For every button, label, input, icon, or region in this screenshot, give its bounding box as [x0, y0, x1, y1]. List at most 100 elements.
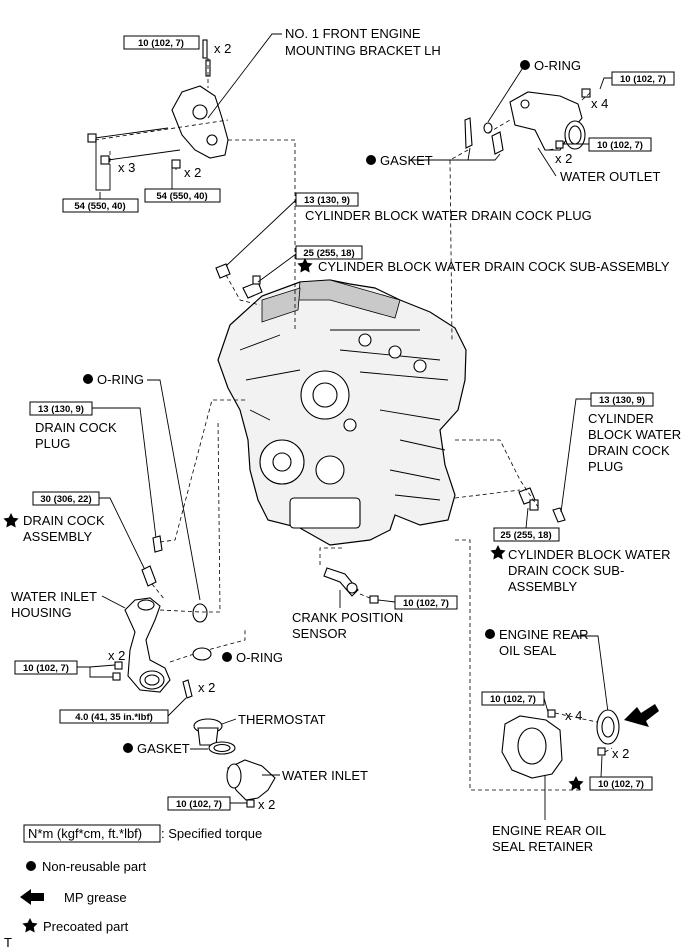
torque-bracket-left: 54 (550, 40): [74, 201, 125, 212]
qty-housing: x 2: [108, 648, 125, 663]
oring-left-part: [192, 603, 208, 623]
torque-box-outlet-mid: [588, 137, 652, 152]
thermostat-part: [193, 718, 223, 746]
qty-bracket-left: x 3: [118, 160, 135, 175]
label-rear-retainer-1: ENGINE REAR OIL: [492, 823, 606, 838]
rear-seal-retainer-part: [501, 709, 606, 779]
label-right-sub-1: CYLINDER BLOCK WATER: [508, 547, 671, 562]
label-water-inlet-housing-1: WATER INLET: [11, 589, 97, 604]
bullet-icon-gasket-bottom: [123, 743, 133, 753]
legend-nonreusable: Non-reusable part: [42, 859, 146, 874]
qty-rear-bolt: x 2: [612, 746, 629, 761]
mp-grease-arrow-icon: [624, 704, 659, 727]
label-bracket-2: MOUNTING BRACKET LH: [285, 43, 441, 58]
bullet-icon-gasket-top: [366, 155, 376, 165]
torque-box-plug-top: [295, 192, 359, 207]
label-right-plug-1: CYLINDER: [588, 411, 654, 426]
label-right-sub-3: ASSEMBLY: [508, 579, 577, 594]
legend-mp-grease-icon: [20, 889, 44, 905]
stud-bolt-part: [182, 679, 193, 699]
engine-block: [217, 279, 467, 546]
torque-box-bracket-top: [123, 35, 200, 50]
torque-bracket-top: 10 (102, 7): [138, 38, 184, 49]
torque-water-inlet: 10 (102, 7): [176, 799, 222, 810]
water-inlet-housing: [112, 597, 208, 699]
top-drain-cock-parts: [215, 263, 263, 299]
legend-star-icon: [22, 918, 38, 933]
torque-box-rear-bolt: [589, 776, 653, 791]
label-drain-cock-plug-2: PLUG: [35, 436, 70, 451]
label-rear-seal-2: OIL SEAL: [499, 643, 556, 658]
qty-outlet-top: x 4: [591, 96, 608, 111]
star-icon-drain-asm: [3, 513, 19, 528]
gasket-top-part-a: [464, 117, 473, 149]
torque-outlet-top: 10 (102, 7): [620, 74, 666, 85]
label-oring-left: O-RING: [97, 372, 144, 387]
label-right-plug-2: BLOCK WATER: [588, 427, 681, 442]
oring-mid-part: [192, 647, 212, 661]
label-right-sub-2: DRAIN COCK SUB-: [508, 563, 624, 578]
label-drain-cock-asm-1: DRAIN COCK: [23, 513, 105, 528]
label-water-outlet: WATER OUTLET: [560, 169, 660, 184]
torque-box-stud: [59, 709, 169, 724]
crank-sensor-part: [323, 567, 379, 604]
label-right-plug-3: DRAIN COCK: [588, 443, 670, 458]
label-gasket-bottom: GASKET: [137, 741, 190, 756]
legend: N*m (kgf*cm, ft.*lbf) : Specified torque…: [4, 824, 262, 950]
label-oring-top: O-RING: [534, 58, 581, 73]
qty-bracket-right: x 2: [184, 165, 201, 180]
torque-rear-bolt: 10 (102, 7): [598, 779, 644, 790]
label-crank-sensor-1: CRANK POSITION: [292, 610, 403, 625]
star-icon-right-sub: [490, 545, 506, 560]
torque-box-drain-asm-left: [32, 491, 100, 506]
left-drain-parts: [141, 535, 163, 587]
torque-drain-asm-left: 30 (306, 22): [40, 494, 91, 505]
legend-torque-box: [23, 824, 161, 843]
bullet-icon-oring-left: [83, 374, 93, 384]
legend-torque-text: : Specified torque: [161, 826, 262, 841]
label-drain-sub-top: CYLINDER BLOCK WATER DRAIN COCK SUB-ASSE…: [318, 259, 670, 274]
gasket-top-part-b: [491, 131, 504, 155]
torque-box-right-plug: [590, 392, 654, 407]
torque-box-bracket-left: [62, 198, 139, 213]
torque-box-right-sub: [493, 527, 560, 542]
torque-crank: 10 (102, 7): [403, 598, 449, 609]
star-icon-sub-top: [297, 258, 313, 273]
label-drain-cock-asm-2: ASSEMBLY: [23, 529, 92, 544]
torque-box-outlet-top: [611, 71, 675, 86]
label-thermostat: THERMOSTAT: [238, 712, 326, 727]
legend-bullet-icon: [26, 861, 36, 871]
label-gasket-top: GASKET: [380, 153, 433, 168]
label-rear-seal-1: ENGINE REAR: [499, 627, 589, 642]
torque-box-bracket-right: [144, 188, 221, 203]
qty-bracket-top: x 2: [214, 41, 231, 56]
torque-sub-top: 25 (255, 18): [303, 248, 354, 259]
torque-box-crank: [394, 595, 458, 610]
torque-stud: 4.0 (41, 35 in.*lbf): [75, 712, 153, 723]
torque-housing: 10 (102, 7): [23, 663, 69, 674]
qty-stud: x 2: [198, 680, 215, 695]
torque-outlet-mid: 10 (102, 7): [597, 140, 643, 151]
legend-mp-grease: MP grease: [64, 890, 127, 905]
torque-right-sub: 25 (255, 18): [500, 530, 551, 541]
label-drain-plug-top: CYLINDER BLOCK WATER DRAIN COCK PLUG: [305, 208, 592, 223]
label-oring-mid: O-RING: [236, 650, 283, 665]
rear-oil-seal-part: [596, 709, 620, 745]
torque-bracket-right: 54 (550, 40): [156, 191, 207, 202]
torque-rear-retainer: 10 (102, 7): [490, 694, 536, 705]
label-water-inlet-housing-2: HOUSING: [11, 605, 72, 620]
torque-box-water-inlet: [167, 796, 231, 811]
legend-precoated: Precoated part: [43, 919, 129, 934]
water-inlet-part: [226, 759, 276, 808]
label-rear-retainer-2: SEAL RETAINER: [492, 839, 593, 854]
label-water-inlet: WATER INLET: [282, 768, 368, 783]
label-right-plug-4: PLUG: [588, 459, 623, 474]
torque-drain-plug-left: 13 (130, 9): [38, 404, 84, 415]
bracket-bolts: [87, 127, 181, 169]
star-icon-rear-bolt: [568, 776, 584, 791]
bullet-icon-rear-seal: [485, 629, 495, 639]
bracket-stud-bolt: [202, 39, 208, 59]
qty-water-inlet: x 2: [258, 797, 275, 812]
water-outlet: [464, 88, 591, 155]
